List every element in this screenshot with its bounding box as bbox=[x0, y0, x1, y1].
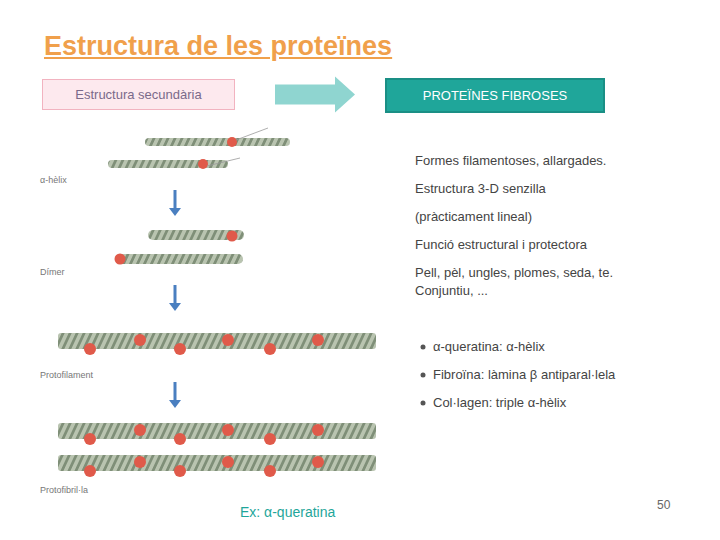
box-label: PROTEÏNES FIBROSES bbox=[401, 88, 589, 103]
body-text: Fibroïna: làmina β antiparal·lela bbox=[433, 366, 615, 384]
stage-label: Dímer bbox=[40, 266, 65, 278]
body-text: Formes filamentoses, allargades. bbox=[415, 152, 606, 170]
body-text: Estructura 3-D senzilla bbox=[415, 180, 546, 198]
concept-box: Estructura secundària bbox=[42, 79, 235, 110]
page-number: 50 bbox=[657, 497, 670, 513]
box-label: Estructura secundària bbox=[55, 87, 222, 102]
category-box: PROTEÏNES FIBROSES bbox=[385, 78, 605, 113]
stage-label: Protofilament bbox=[40, 369, 93, 381]
body-text: α-queratina: α-hèlix bbox=[433, 338, 545, 356]
body-text: Funció estructural i protectora bbox=[415, 236, 587, 254]
stage-label: α-hèlix bbox=[40, 174, 67, 186]
bullet-dot bbox=[421, 345, 426, 406]
body-text: Col·lagen: triple α-hèlix bbox=[433, 394, 566, 412]
body-text: Pell, pèl, ungles, plomes, seda, te. Con… bbox=[415, 264, 630, 299]
helix-figure bbox=[58, 128, 376, 477]
stage-label: Protofibril·la bbox=[40, 484, 88, 496]
block-arrow bbox=[275, 77, 355, 113]
figure-caption: Ex: α-queratina bbox=[240, 503, 335, 522]
body-text: (pràcticament lineal) bbox=[415, 208, 532, 226]
slide-title: Estructura de les proteïnes bbox=[44, 28, 392, 64]
